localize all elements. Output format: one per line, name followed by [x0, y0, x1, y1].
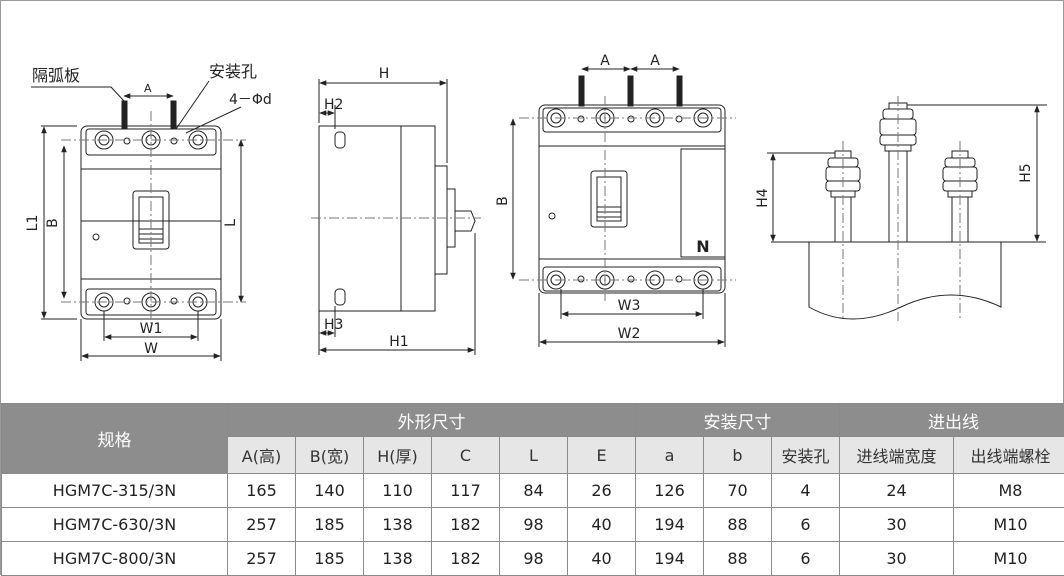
- table-cell: 26: [568, 474, 636, 508]
- table-cell: 40: [568, 542, 636, 576]
- table-cell: 30: [840, 542, 954, 576]
- front-view: [31, 81, 246, 361]
- table-cell: 257: [228, 508, 296, 542]
- col-header: C: [432, 437, 500, 474]
- table-cell: 88: [704, 508, 772, 542]
- mount-hole-label: 安装孔: [209, 62, 257, 81]
- col-header: 出线端螺栓: [954, 437, 1064, 474]
- col-header: A(高): [228, 437, 296, 474]
- col-header: E: [568, 437, 636, 474]
- table-cell: 165: [228, 474, 296, 508]
- table-cell: 30: [840, 508, 954, 542]
- table-cell: 110: [364, 474, 432, 508]
- table-cell: 126: [636, 474, 704, 508]
- col-header: b: [704, 437, 772, 474]
- technical-drawing: 隔弧板 安装孔 4－Φd A L1 B L W1 W H H2 H3 H1: [1, 1, 1063, 401]
- table-cell: 138: [364, 508, 432, 542]
- table-cell: 185: [296, 542, 364, 576]
- terminal-view: [767, 96, 1047, 321]
- dim-h5-label: H5: [1018, 163, 1034, 182]
- dim-h-label: H: [379, 66, 390, 82]
- dim-l-label: L: [223, 219, 239, 227]
- model-cell: HGM7C-630/3N: [2, 508, 228, 542]
- table-cell: 257: [228, 542, 296, 576]
- table-cell: 182: [432, 542, 500, 576]
- col-header: a: [636, 437, 704, 474]
- table-cell: 88: [704, 542, 772, 576]
- table-cell: 98: [500, 508, 568, 542]
- table-cell: 40: [568, 508, 636, 542]
- dim-b-4p-label: B: [495, 196, 511, 206]
- table-cell: M8: [954, 474, 1064, 508]
- table-cell: 140: [296, 474, 364, 508]
- table-cell: 6: [772, 542, 840, 576]
- table-cell: 98: [500, 542, 568, 576]
- four-pole-handle: [591, 171, 627, 227]
- table-cell: 194: [636, 542, 704, 576]
- table-row: HGM7C-630/3N 257 185 138 182 98 40 194 8…: [2, 508, 1064, 542]
- four-pole-body: [539, 105, 725, 293]
- group-wiring-header: 进出线: [840, 404, 1064, 437]
- dim-a-label: A: [144, 82, 152, 95]
- table-row: HGM7C-315/3N 165 140 110 117 84 26 126 7…: [2, 474, 1064, 508]
- table-cell: M10: [954, 508, 1064, 542]
- arc-plate-label: 隔弧板: [32, 66, 80, 85]
- model-cell: HGM7C-800/3N: [2, 542, 228, 576]
- dim-a-right-label: A: [650, 53, 660, 69]
- hole-spec-label: 4－Φd: [229, 92, 272, 108]
- table-cell: 6: [772, 508, 840, 542]
- dim-w1-label: W1: [140, 321, 163, 337]
- dim-h3-label: H3: [324, 317, 343, 333]
- dim-h4-label: H4: [755, 188, 771, 208]
- table-row: HGM7C-800/3N 257 185 138 182 98 40 194 8…: [2, 542, 1064, 576]
- model-cell: HGM7C-315/3N: [2, 474, 228, 508]
- table-cell: 70: [704, 474, 772, 508]
- neutral-label: N: [696, 237, 709, 256]
- dim-h2-label: H2: [324, 97, 343, 113]
- col-header: L: [500, 437, 568, 474]
- side-view: [311, 79, 481, 355]
- col-header: H(厚): [364, 437, 432, 474]
- dim-w-label: W: [144, 341, 158, 357]
- spec-table: 规格 外形尺寸 安装尺寸 进出线 A(高) B(宽) H(厚) C L E a …: [1, 403, 1064, 576]
- table-cell: M10: [954, 542, 1064, 576]
- table-cell: 117: [432, 474, 500, 508]
- dim-b-label: B: [45, 218, 61, 228]
- col-header: 安装孔: [772, 437, 840, 474]
- col-header: 进线端宽度: [840, 437, 954, 474]
- dim-h1-label: H1: [389, 334, 408, 350]
- table-cell: 182: [432, 508, 500, 542]
- group-outer-header: 外形尺寸: [228, 404, 636, 437]
- dim-w2-label: W2: [618, 326, 641, 342]
- group-install-header: 安装尺寸: [636, 404, 840, 437]
- dim-a-left-label: A: [600, 53, 610, 69]
- table-cell: 138: [364, 542, 432, 576]
- dim-l1-label: L1: [25, 215, 41, 232]
- table-cell: 194: [636, 508, 704, 542]
- table-cell: 4: [772, 474, 840, 508]
- table-cell: 185: [296, 508, 364, 542]
- col-header: B(宽): [296, 437, 364, 474]
- dim-w3-label: W3: [618, 298, 641, 314]
- spec-header: 规格: [2, 404, 228, 474]
- table-cell: 24: [840, 474, 954, 508]
- table-cell: 84: [500, 474, 568, 508]
